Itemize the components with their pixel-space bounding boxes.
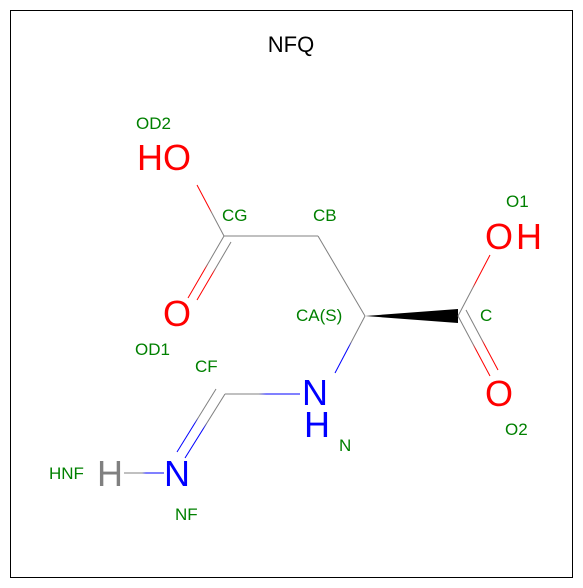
bond-cf-nf-b bbox=[176, 388, 217, 453]
atom-names: OD2 CG CB O1 OD1 CA(S) C CF N O2 HNF NF bbox=[49, 114, 529, 524]
label-hnf: HNF bbox=[49, 464, 84, 483]
atom-nf-symbol: N bbox=[164, 453, 190, 494]
bond-ca-n bbox=[334, 315, 366, 374]
diagram-frame bbox=[10, 10, 573, 578]
atom-o1-hydrogen: H bbox=[516, 216, 542, 257]
atom-od2-symbol: HO bbox=[137, 137, 191, 178]
element-symbols: HO O O H O N H N H bbox=[97, 137, 542, 494]
label-n: N bbox=[339, 436, 351, 455]
bond-c-o2-a bbox=[457, 315, 491, 377]
label-cg: CG bbox=[222, 206, 248, 225]
label-ca: CA(S) bbox=[296, 306, 342, 325]
atom-o2-symbol: O bbox=[485, 373, 513, 414]
bond-c-o2-b bbox=[465, 309, 499, 371]
bond-cg-od1-b bbox=[196, 241, 232, 301]
label-c: C bbox=[480, 306, 492, 325]
label-od2: OD2 bbox=[136, 114, 171, 133]
wedge-ca-c bbox=[365, 309, 458, 323]
bond-c-o1 bbox=[457, 254, 491, 317]
atom-n-hydrogen: H bbox=[304, 404, 330, 445]
bond-cg-od2 bbox=[196, 184, 225, 237]
bond-cf-nf-a bbox=[184, 393, 226, 459]
bonds bbox=[124, 184, 499, 474]
molecule-title: NFQ bbox=[268, 32, 314, 57]
atom-n-symbol: N bbox=[302, 372, 328, 413]
label-nf: NF bbox=[175, 505, 198, 524]
label-o2: O2 bbox=[505, 420, 528, 439]
label-cf: CF bbox=[195, 357, 218, 376]
label-cb: CB bbox=[313, 206, 337, 225]
atom-o1-symbol: O bbox=[485, 216, 513, 257]
label-o1: O1 bbox=[506, 192, 529, 211]
bond-cg-od1-a bbox=[187, 235, 225, 299]
bond-cb-ca bbox=[317, 235, 366, 317]
atom-hnf-symbol: H bbox=[97, 453, 123, 494]
atom-od1-symbol: O bbox=[163, 293, 191, 334]
label-od1: OD1 bbox=[135, 340, 170, 359]
